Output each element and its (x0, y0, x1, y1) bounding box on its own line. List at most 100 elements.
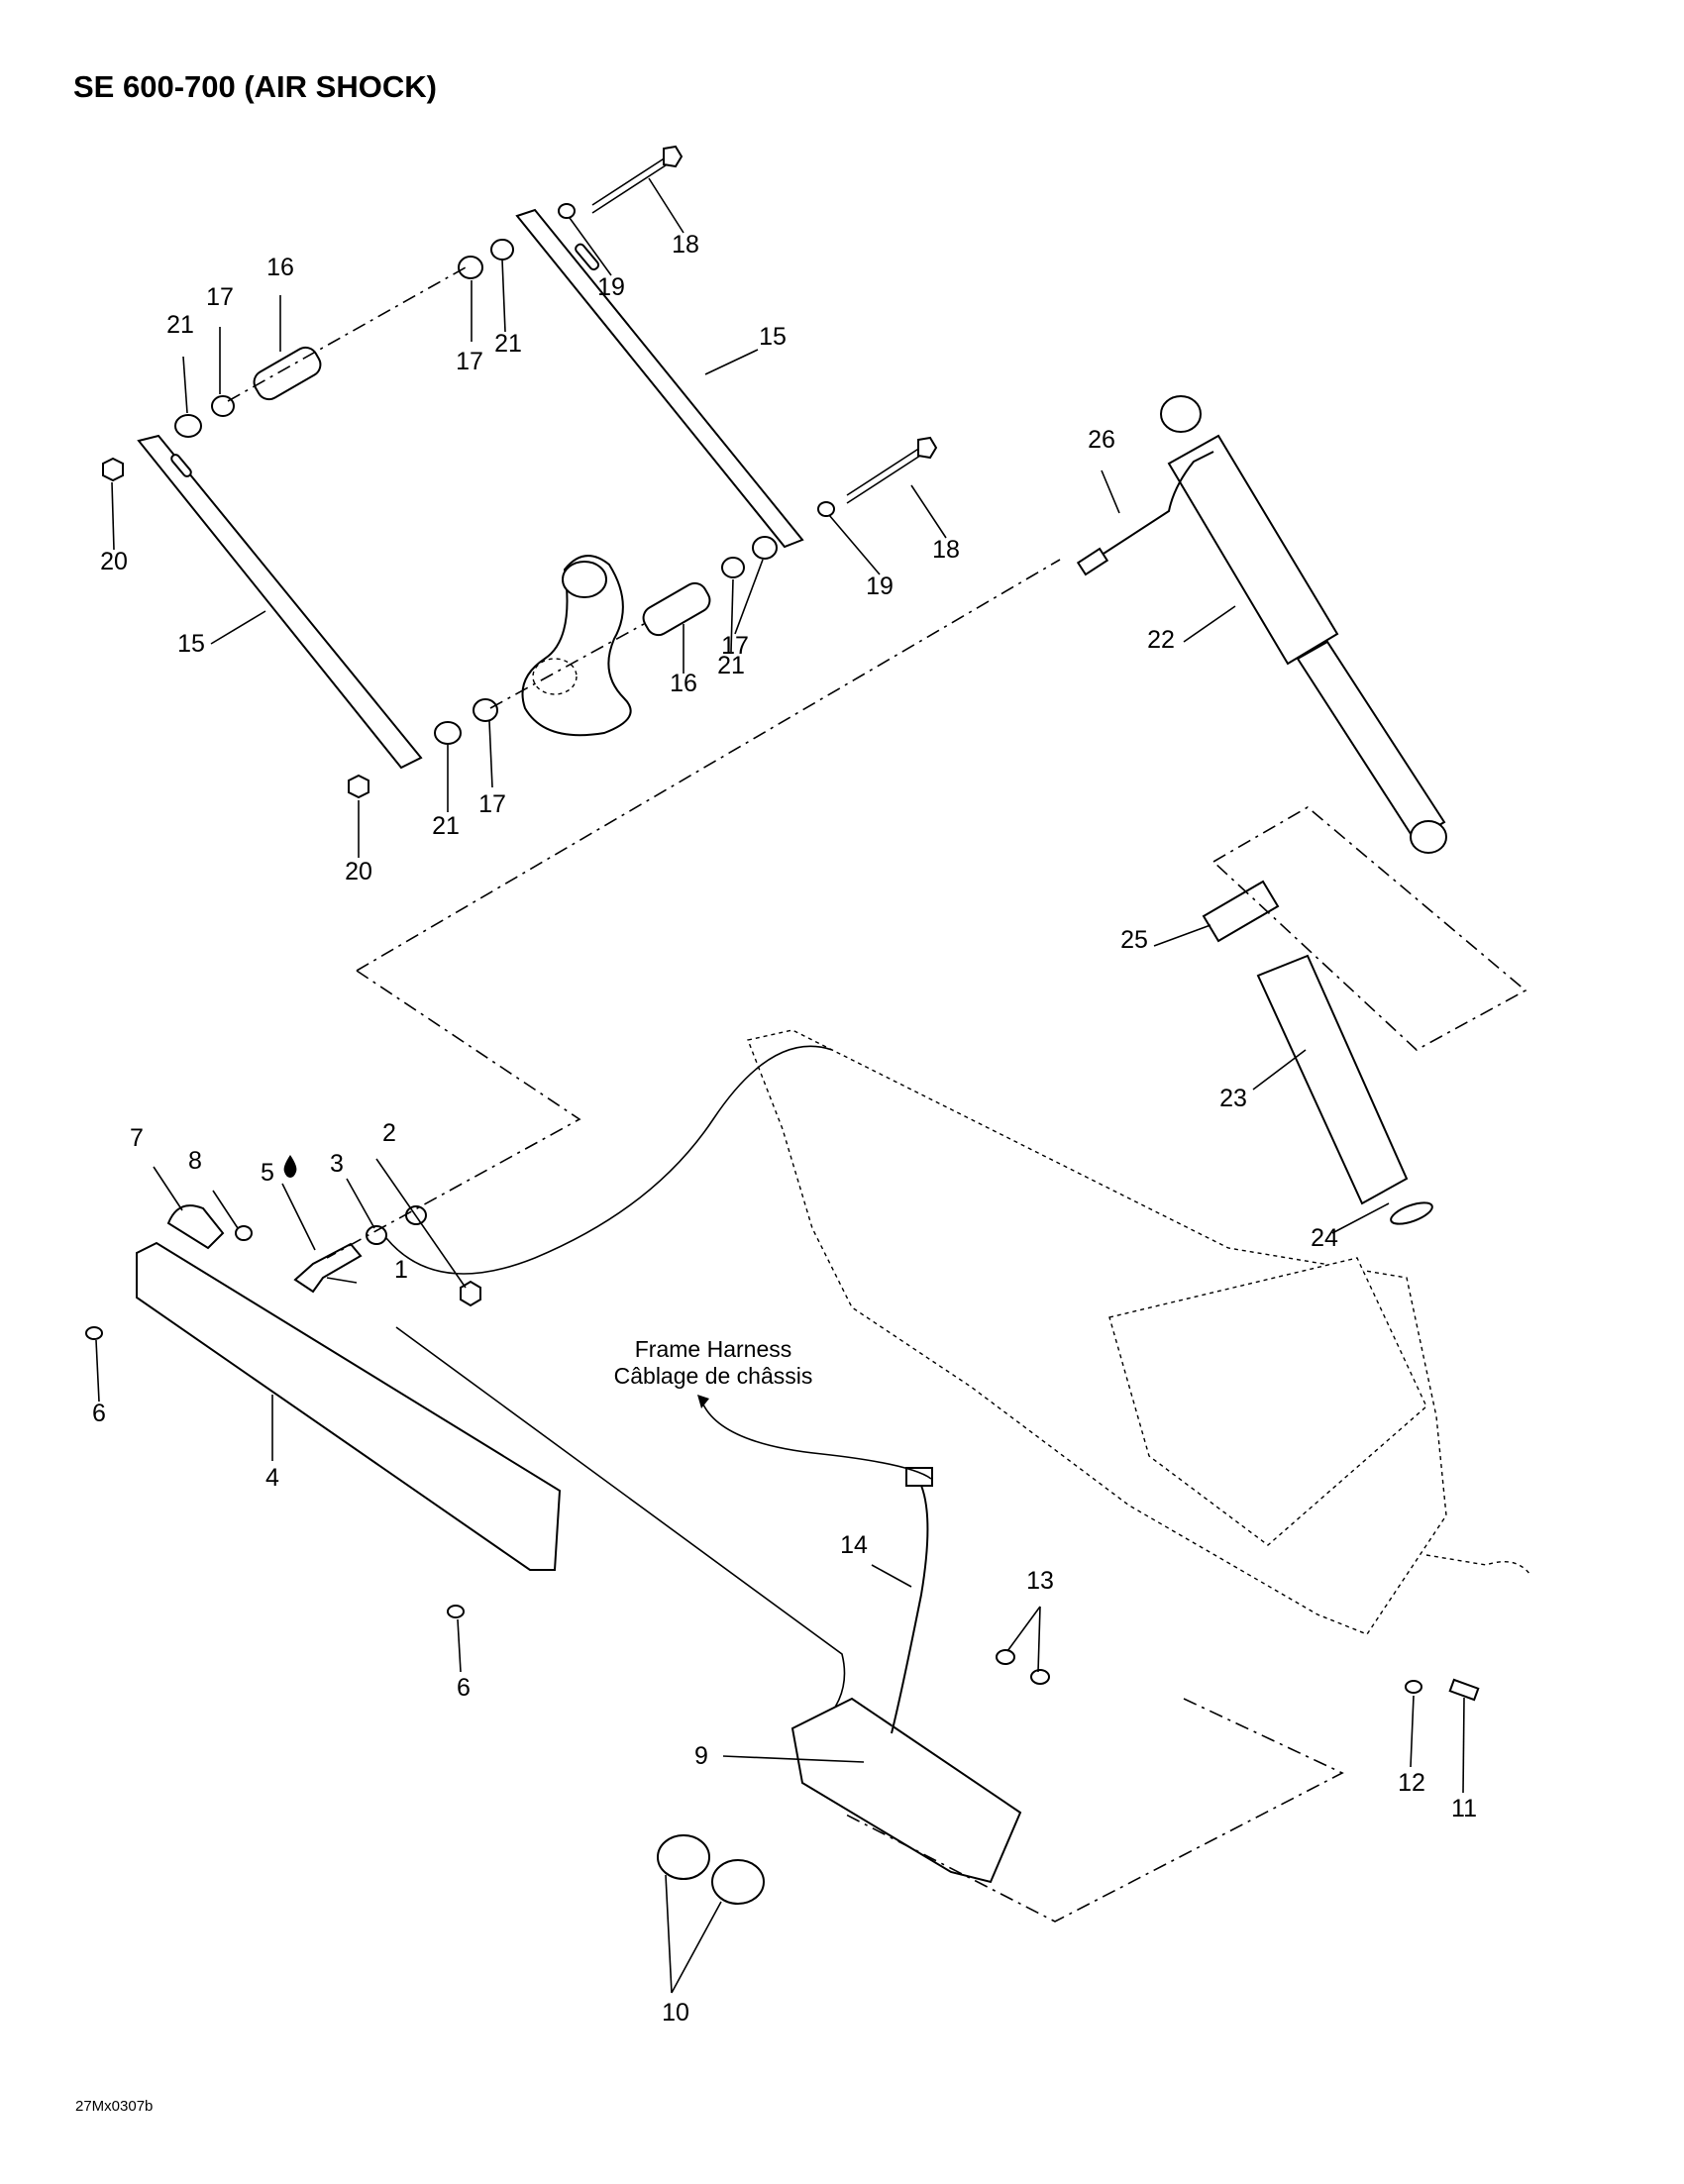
leader-line-3 (346, 1178, 375, 1229)
frame-bracket (1108, 1257, 1427, 1546)
shock-bottom-eye (1410, 820, 1447, 854)
leader-line-17 (488, 720, 493, 788)
leader-line-17 (734, 559, 764, 635)
shock-top-eye (1160, 395, 1202, 433)
callout-21: 21 (166, 311, 194, 339)
leader-line-21 (182, 356, 188, 414)
callout-3: 3 (330, 1150, 344, 1178)
leader-line-13 (1037, 1606, 1041, 1673)
oil-drop-icon (283, 1155, 297, 1178)
leader-line-7 (153, 1166, 183, 1211)
callout-20: 20 (345, 858, 372, 885)
center-arm-bore (562, 561, 607, 598)
harness-label-arrowhead (697, 1395, 709, 1408)
callout-22: 22 (1147, 626, 1175, 654)
callout-12: 12 (1398, 1769, 1425, 1797)
bolt-11 (1448, 1678, 1480, 1702)
link-rod-left (137, 434, 423, 770)
axis-upper (227, 266, 467, 402)
grommet-13b (1030, 1669, 1050, 1685)
washer-21b (490, 239, 514, 260)
center-arm-bore-lower (532, 658, 578, 695)
callout-6: 6 (92, 1400, 106, 1427)
callout-14: 14 (840, 1531, 868, 1559)
leader-line-10 (665, 1874, 673, 1994)
leader-line-13 (1006, 1606, 1041, 1652)
clamp-25 (1202, 880, 1280, 943)
shock-body (1167, 434, 1339, 666)
leader-line-20 (111, 481, 115, 551)
callout-17: 17 (721, 632, 749, 660)
bushing-lower (642, 581, 711, 637)
leader-line-14 (871, 1564, 912, 1588)
leader-line-10 (671, 1901, 722, 1994)
harness-label-leader (702, 1404, 932, 1480)
washer-19-upper (558, 203, 576, 219)
callout-8: 8 (188, 1147, 202, 1175)
washer-12 (1405, 1680, 1422, 1694)
leader-line-11 (1462, 1697, 1465, 1794)
leader-line-15 (704, 349, 759, 375)
leader-line-12 (1410, 1695, 1415, 1768)
callout-25: 25 (1120, 926, 1148, 954)
bracket-7 (166, 1204, 225, 1250)
fitting-1 (293, 1242, 363, 1294)
air-line-loop (385, 1045, 833, 1275)
air-line-26 (1089, 451, 1214, 564)
boot-outline (1212, 806, 1527, 1051)
leader-line-23 (1252, 1049, 1307, 1091)
callout-9: 9 (694, 1742, 708, 1770)
callout-19: 19 (597, 273, 625, 301)
callout-23: 23 (1219, 1085, 1247, 1112)
callout-15: 15 (177, 630, 205, 658)
leader-line-8 (212, 1190, 239, 1229)
link-assembly (102, 145, 938, 799)
nut-20-lower (348, 774, 369, 799)
boot-23 (1256, 954, 1409, 1205)
link-rod-right (515, 208, 804, 549)
harness-connector (905, 1467, 933, 1487)
rail-4 (136, 1241, 562, 1571)
nut-20-upper (102, 457, 124, 482)
leader-line-18 (910, 484, 947, 539)
leader-line-5 (281, 1183, 316, 1251)
callout-24: 24 (1311, 1224, 1338, 1252)
spacer-17d (473, 698, 498, 722)
washer-21d (434, 721, 462, 745)
callout-2: 2 (382, 1119, 396, 1147)
callout-4: 4 (265, 1464, 279, 1492)
callout-6: 6 (457, 1674, 471, 1702)
fitting-guide (326, 970, 581, 1259)
frame-hook (1425, 1554, 1531, 1576)
axis-lower (489, 623, 645, 709)
bolt-18-lower-head (917, 436, 938, 460)
harness-label-fr: Câblage de châssis (614, 1363, 813, 1389)
lower-hardware (85, 559, 1480, 1923)
callout-11: 11 (1451, 1795, 1477, 1822)
air-line-fitting (1076, 547, 1109, 576)
washer-21c (721, 557, 745, 578)
callout-26: 26 (1088, 426, 1115, 454)
leader-line-18 (648, 177, 684, 234)
callout-13: 13 (1026, 1567, 1054, 1595)
leader-line-21 (501, 259, 506, 333)
leader-line-22 (1183, 605, 1236, 643)
drawing-code: 27Mx0307b (75, 2098, 154, 2115)
frame (747, 1029, 1531, 1635)
bolt-18-lower-edge (846, 453, 924, 504)
link-rod-right-slot (575, 243, 600, 271)
bolt-18-lower (846, 445, 924, 496)
clamp-10a (657, 1834, 710, 1880)
page-title: SE 600-700 (AIR SHOCK) (73, 69, 437, 104)
callout-19: 19 (866, 572, 894, 600)
bolt-18-upper-edge (591, 162, 670, 214)
washer-19-lower (817, 501, 835, 517)
leader-line-6 (95, 1339, 100, 1403)
washer-3a (366, 1225, 387, 1245)
spacer-17b (458, 256, 483, 279)
grommet-13a (996, 1649, 1015, 1665)
callout-16: 16 (670, 670, 697, 697)
callout-17: 17 (456, 348, 483, 375)
